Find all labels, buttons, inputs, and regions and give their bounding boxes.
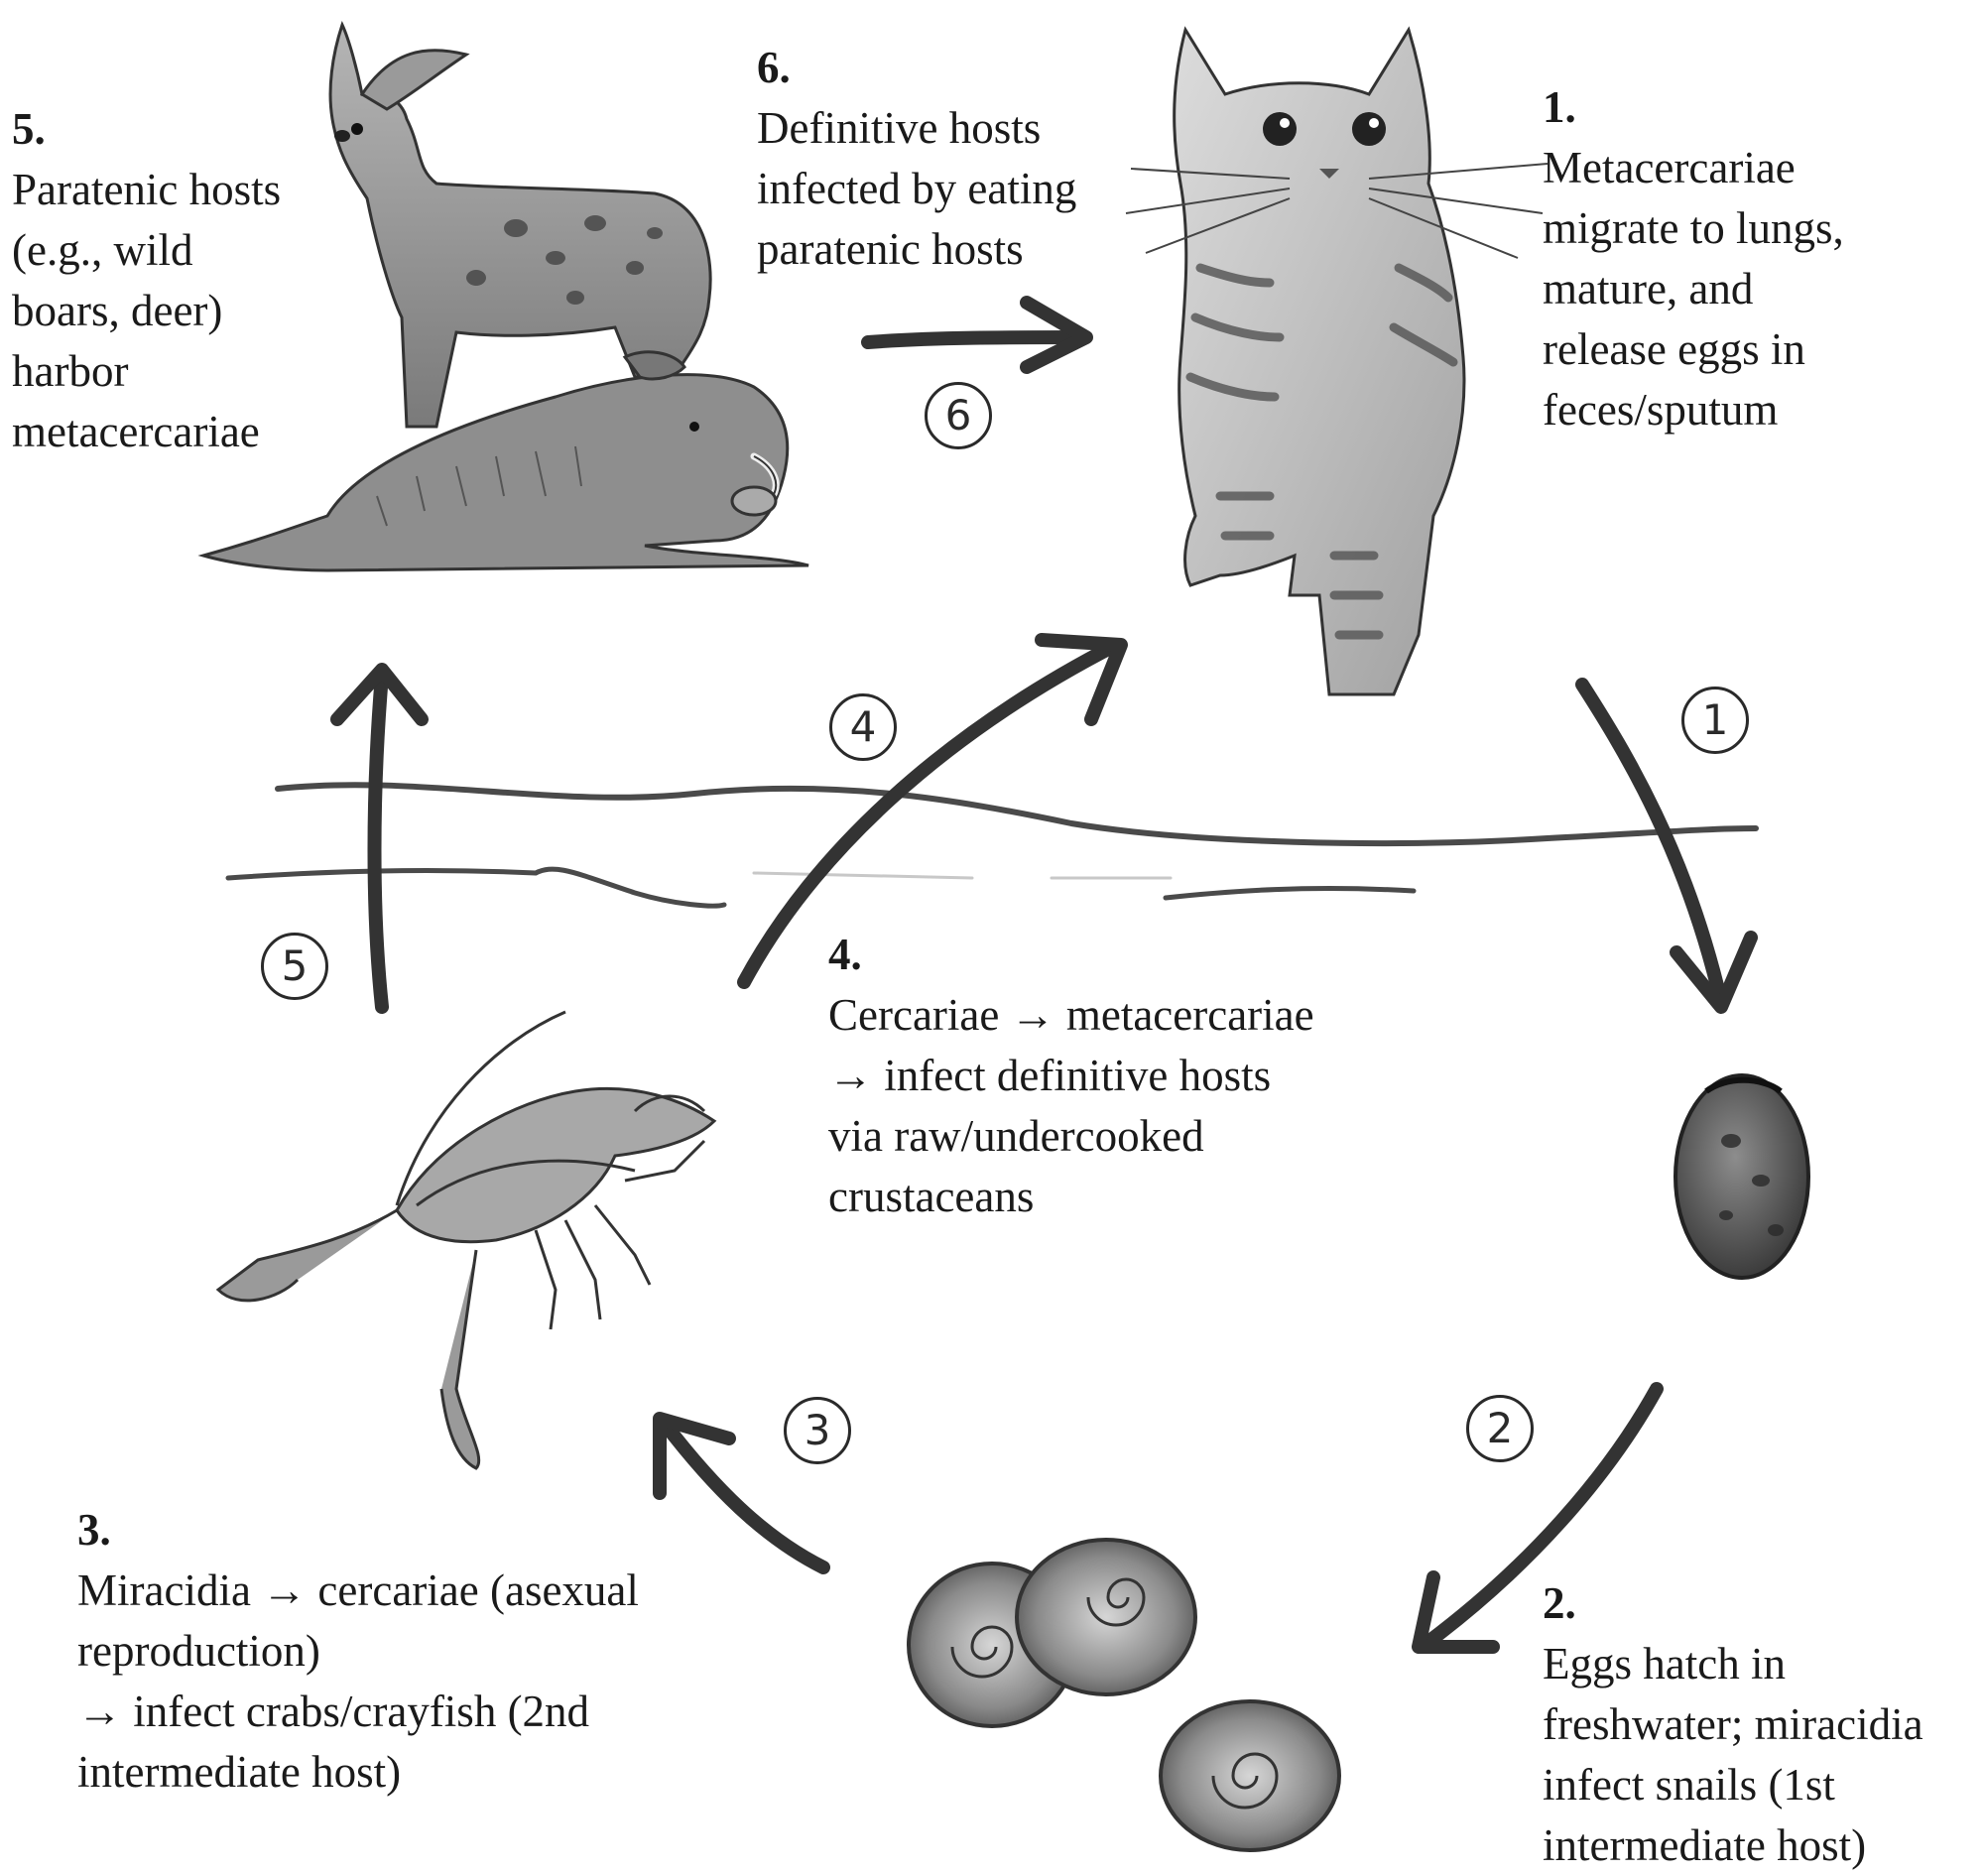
cycle-arrows — [330, 296, 1758, 1654]
step-marker-1: 1 — [1681, 687, 1749, 754]
stage-3-description: Miracidia → cercariae (asexual reproduct… — [77, 1565, 639, 1797]
stage-6-number: 6. — [757, 43, 791, 92]
step-marker-5: 5 — [261, 933, 328, 1000]
deer-illustration — [328, 20, 712, 429]
water-illustration — [225, 782, 1759, 909]
snails-illustration — [907, 1538, 1341, 1852]
stage-3-number: 3. — [77, 1505, 111, 1555]
arrow-5-head — [330, 663, 429, 726]
stage-2-description: Eggs hatch in freshwater; miracidia infe… — [1543, 1639, 1923, 1870]
arrow-6 — [861, 330, 1088, 349]
stage-1-number: 1. — [1543, 82, 1576, 132]
stage-1-text: 1. Metacercariae migrate to lungs, matur… — [1543, 77, 1844, 440]
stage-5-number: 5. — [12, 104, 46, 154]
step-marker-4: 4 — [829, 693, 897, 761]
stage-4-description: Cercariae → metacercariae → infect defin… — [828, 990, 1314, 1221]
stage-6-text: 6. Definitive hosts infected by eating p… — [757, 38, 1076, 280]
arrow-2-head — [1412, 1570, 1500, 1654]
stage-2-number: 2. — [1543, 1578, 1576, 1628]
arrow-3 — [658, 1417, 830, 1574]
stage-6-description: Definitive hosts infected by eating para… — [757, 103, 1077, 274]
arrow-1-head — [1670, 931, 1758, 1014]
stage-1-description: Metacercariae migrate to lungs, mature, … — [1543, 143, 1844, 435]
arrow-4 — [737, 638, 1123, 989]
arrow-3-head — [653, 1412, 736, 1500]
cat-illustration — [1125, 26, 1549, 696]
stage-4-text: 4. Cercariae → metacercariae → infect de… — [828, 925, 1314, 1227]
step-marker-3: 3 — [784, 1397, 851, 1464]
step-marker-2: 2 — [1466, 1395, 1534, 1462]
arrow-1 — [1575, 678, 1728, 1009]
step-marker-6: 6 — [925, 382, 992, 449]
stage-2-text: 2. Eggs hatch in freshwater; miracidia i… — [1543, 1573, 1923, 1876]
stage-5-text: 5. Paratenic hosts (e.g., wild boars, de… — [12, 99, 281, 462]
crayfish-illustration — [215, 1010, 717, 1470]
egg-illustration — [1674, 1073, 1810, 1280]
wild-boar-illustration — [197, 350, 809, 572]
arrow-6-head — [1020, 296, 1093, 374]
stage-4-number: 4. — [828, 930, 862, 979]
arrow-4-head — [1035, 633, 1128, 726]
stage-3-text: 3. Miracidia → cercariae (asexual reprod… — [77, 1500, 639, 1803]
arrow-2 — [1422, 1382, 1664, 1649]
arrow-5 — [367, 668, 389, 1014]
stage-5-description: Paratenic hosts (e.g., wild boars, deer)… — [12, 165, 282, 456]
